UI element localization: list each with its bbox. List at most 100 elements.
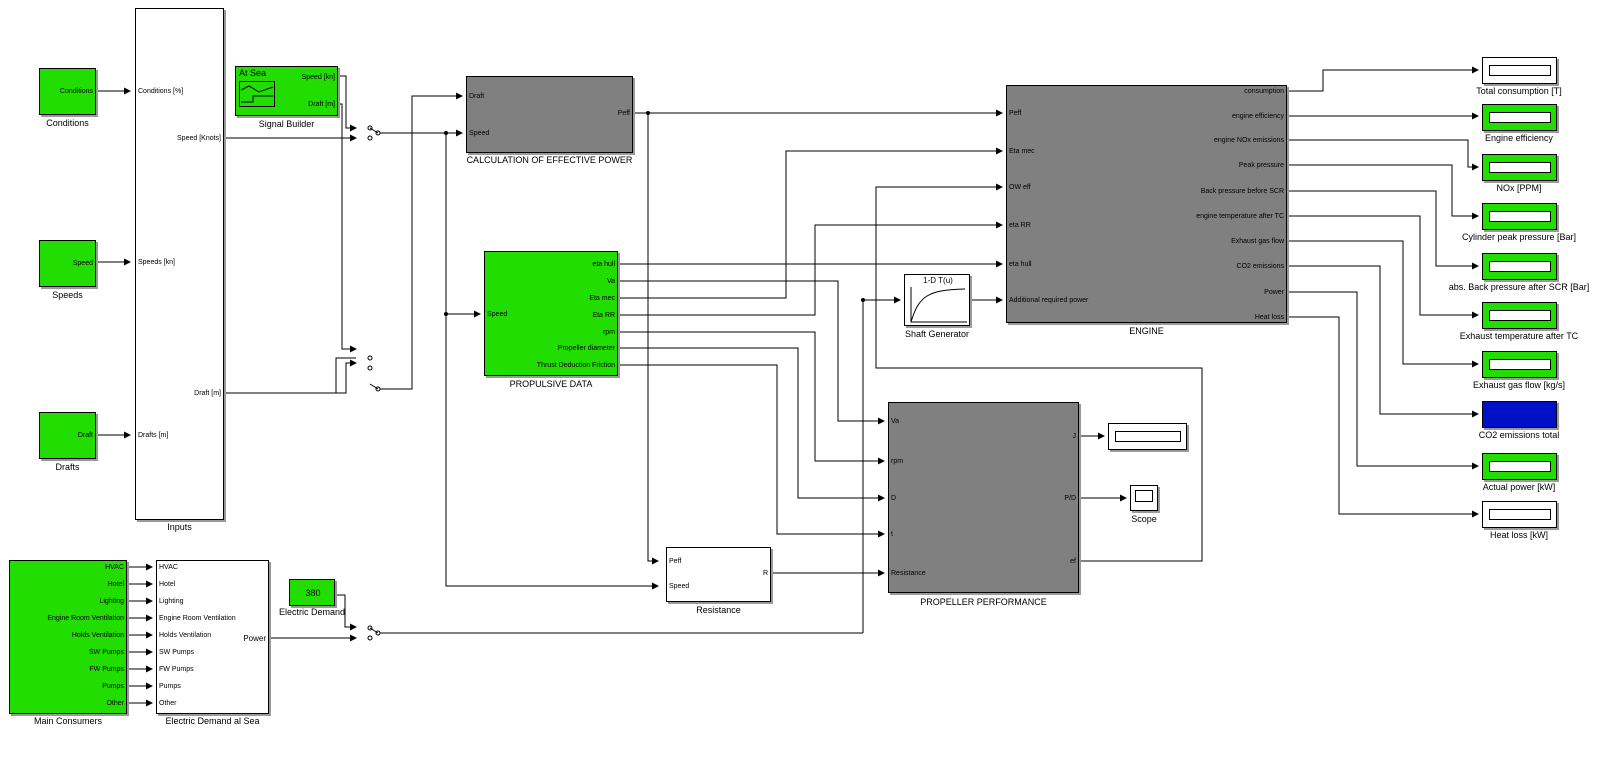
- display-value-box: [1489, 509, 1551, 520]
- engine-out-port: engine efficiency: [1231, 113, 1284, 120]
- main-consumers-port: Holds Ventilation: [71, 632, 124, 639]
- display-exhaust-temperature[interactable]: [1482, 302, 1557, 329]
- display-cylinder-peak-pressure[interactable]: [1482, 203, 1557, 230]
- effective-power-caption: CALCULATION OF EFFECTIVE POWER: [466, 155, 633, 165]
- inputs-caption: Inputs: [167, 522, 192, 532]
- propeller-in-port: Resistance: [891, 570, 926, 577]
- lookup-curve-icon: [910, 287, 967, 323]
- electric-demand-sea-caption: Electric Demand al Sea: [165, 716, 260, 726]
- main-consumers-port: Engine Room Ventilation: [47, 615, 124, 622]
- signal-builder-caption: Signal Builder: [258, 119, 315, 129]
- propeller-in-port: Va: [891, 418, 900, 425]
- resistance-block[interactable]: Peff Speed R: [666, 547, 771, 602]
- main-consumers-port: Lighting: [99, 598, 124, 605]
- electric-demand-sea-in-port: Engine Room Ventilation: [159, 615, 236, 622]
- display-value-box: [1489, 461, 1551, 472]
- propulsive-data-in-port: Speed: [487, 311, 508, 318]
- conditions-block[interactable]: Conditions: [39, 68, 96, 115]
- display-actual-power[interactable]: [1482, 453, 1557, 480]
- main-consumers-port: FW Pumps: [89, 666, 124, 673]
- engine-out-port: engine temperature after TC: [1196, 213, 1284, 220]
- drafts-block[interactable]: Draft: [39, 412, 96, 459]
- speeds-block[interactable]: Speed: [39, 240, 96, 287]
- signal-builder-block[interactable]: At Sea Speed [kn] Draft [m]: [235, 66, 338, 116]
- engine-caption: ENGINE: [1129, 326, 1164, 336]
- electric-demand-sea-in-port: SW Pumps: [159, 649, 195, 656]
- propeller-out-port: P/D: [1064, 495, 1076, 502]
- display-caption: Actual power [kW]: [1482, 482, 1556, 492]
- engine-out-port: Back pressure before SCR: [1200, 188, 1284, 195]
- main-consumers-port: Pumps: [102, 683, 124, 690]
- electric-demand-sea-in-port: Other: [159, 700, 177, 707]
- scope-icon: [1135, 490, 1153, 502]
- propeller-in-port: rpm: [891, 458, 904, 465]
- display-caption: Heat loss [kW]: [1489, 530, 1548, 540]
- shaft-generator-block[interactable]: 1-D T(u): [904, 274, 970, 326]
- drafts-out-port: Draft: [77, 432, 93, 439]
- propeller-out-port: ef: [1070, 558, 1076, 565]
- display-caption: Exhaust temperature after TC: [1459, 331, 1579, 341]
- electric-demand-value: 380: [305, 588, 321, 598]
- speeds-out-port: Speed: [72, 260, 93, 267]
- resistance-in-port: Speed: [669, 583, 690, 590]
- shaft-generator-caption: Shaft Generator: [904, 329, 970, 339]
- main-consumers-port: Hotel: [107, 581, 124, 588]
- display-co2-emissions[interactable]: [1482, 401, 1557, 428]
- propulsive-data-out-port: Thrust Deduction Friction: [536, 362, 615, 369]
- inputs-in-port: Speeds [kn]: [138, 259, 175, 266]
- electric-demand-sea-in-port: Hotel: [159, 581, 176, 588]
- drafts-caption: Drafts: [55, 462, 80, 472]
- engine-in-port: eta RR: [1009, 222, 1031, 229]
- display-value-box: [1489, 261, 1551, 272]
- display-value-box: [1489, 112, 1551, 123]
- electric-demand-sea-block[interactable]: HVAC Hotel Lighting Engine Room Ventilat…: [156, 560, 269, 714]
- propulsive-data-block[interactable]: Speed eta hull Va Eta mec Eta RR rpm Pro…: [484, 251, 618, 376]
- display-heat-loss[interactable]: [1482, 501, 1557, 528]
- engine-in-port: Additional required power: [1009, 297, 1089, 304]
- display-exhaust-gas-flow[interactable]: [1482, 351, 1557, 378]
- scope-caption: Scope: [1131, 514, 1157, 524]
- engine-out-port: Heat loss: [1254, 314, 1284, 321]
- display-total-consumption[interactable]: [1482, 57, 1557, 84]
- scope-block[interactable]: [1130, 485, 1158, 511]
- display-nox[interactable]: [1482, 154, 1557, 181]
- engine-out-port: Peak pressure: [1238, 162, 1284, 169]
- main-consumers-port: Other: [106, 700, 124, 707]
- electric-demand-sea-out-port: Power: [243, 634, 266, 643]
- propeller-in-port: t: [891, 531, 893, 538]
- engine-in-port: Eta mec: [1009, 148, 1035, 155]
- display-caption: NOx [PPM]: [1496, 183, 1542, 193]
- display-caption: Engine efficiency: [1485, 133, 1553, 143]
- propulsive-data-out-port: Eta RR: [592, 312, 615, 319]
- display-back-pressure[interactable]: [1482, 253, 1557, 280]
- inputs-out-port: Draft [m]: [194, 390, 221, 397]
- display-value-box: [1489, 310, 1551, 321]
- engine-out-port: Exhaust gas flow: [1231, 238, 1284, 245]
- signal-builder-out-port: Draft [m]: [308, 101, 335, 108]
- propulsive-data-out-port: Propeller diameter: [557, 345, 615, 352]
- propeller-performance-block[interactable]: Va rpm D t Resistance J P/D ef: [888, 402, 1079, 593]
- resistance-caption: Resistance: [696, 605, 741, 615]
- j-display-value-box: [1115, 431, 1181, 442]
- main-consumers-block[interactable]: HVAC Hotel Lighting Engine Room Ventilat…: [9, 560, 127, 714]
- propulsive-data-caption: PROPULSIVE DATA: [509, 379, 593, 389]
- engine-block[interactable]: Peff Eta mec OW eff eta RR eta hull Addi…: [1006, 85, 1287, 323]
- inputs-block[interactable]: Conditions [%] Speeds [kn] Drafts [m] Sp…: [135, 8, 224, 520]
- inputs-in-port: Conditions [%]: [138, 88, 184, 95]
- display-value-box: [1489, 359, 1551, 370]
- electric-demand-constant[interactable]: 380: [289, 579, 335, 606]
- propulsive-data-out-port: Va: [606, 278, 615, 285]
- j-display[interactable]: [1108, 423, 1187, 450]
- display-engine-efficiency[interactable]: [1482, 104, 1557, 131]
- effective-power-in-port: Draft: [469, 93, 485, 100]
- conditions-caption: Conditions: [46, 118, 89, 128]
- propeller-performance-caption: PROPELLER PERFORMANCE: [920, 597, 1047, 607]
- propeller-in-port: D: [891, 495, 897, 502]
- display-value-box: [1489, 65, 1551, 76]
- signal-builder-out-port: Speed [kn]: [301, 74, 335, 81]
- display-caption: abs. Back pressure after SCR [Bar]: [1448, 282, 1590, 292]
- display-caption: Cylinder peak pressure [Bar]: [1461, 232, 1577, 242]
- effective-power-block[interactable]: Draft Speed Peff: [466, 76, 633, 153]
